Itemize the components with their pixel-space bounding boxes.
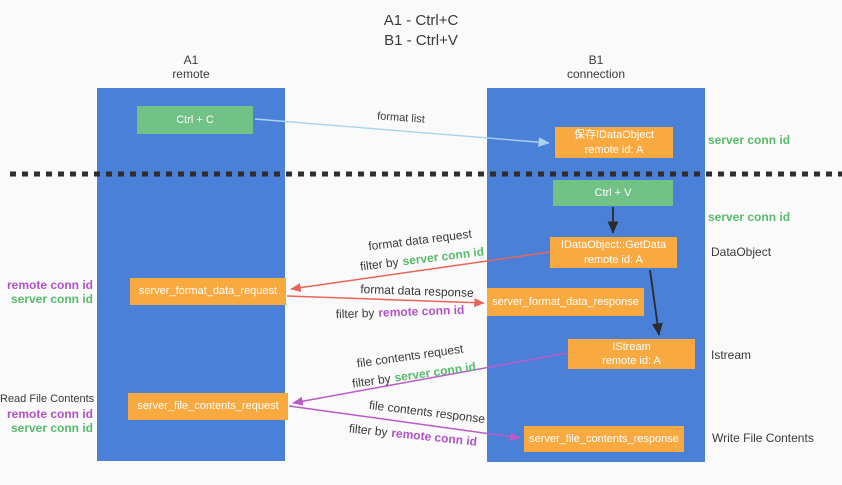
- node-istream-line2: remote id: A: [602, 355, 661, 367]
- filter-by-prefix-3: filter by: [351, 371, 392, 391]
- lane-b1-name: B1: [588, 53, 604, 67]
- remote-conn-id-key-1: remote conn id: [378, 302, 465, 320]
- label-format-list: format list: [376, 110, 426, 126]
- label-format-data-response: format data response: [360, 282, 474, 300]
- node-save-dataobject-line1: 保存IDataObject: [573, 129, 655, 142]
- label-write-file-contents: Write File Contents: [712, 431, 814, 445]
- node-getdata-line2: remote id: A: [584, 253, 643, 266]
- label-istream: Istream: [711, 348, 752, 362]
- diagram-title: A1 - Ctrl+C B1 - Ctrl+V: [0, 11, 842, 52]
- node-server-format-data-request: server_format_data_request: [130, 278, 286, 305]
- label-remote-conn-id-left-top: remote conn id: [6, 278, 93, 292]
- label-server-conn-id-right-mid: server conn id: [708, 210, 791, 224]
- title-line-2: B1 - Ctrl+V: [384, 32, 458, 50]
- filter-by-prefix-1: filter by: [359, 254, 400, 274]
- label-server-conn-id-left-top: server conn id: [10, 292, 93, 306]
- label-dataobject: DataObject: [711, 245, 772, 259]
- filter-by-prefix-2: filter by: [335, 305, 375, 322]
- node-save-dataobject-line2: remote id: A: [584, 143, 644, 156]
- lane-header-b1: B1 connection: [487, 53, 705, 82]
- lane-a1-role: remote: [172, 66, 210, 81]
- filter-by-prefix-4: filter by: [348, 421, 389, 440]
- node-save-dataobject: 保存IDataObject remote id: A: [555, 127, 673, 158]
- node-ctrl-c-label: Ctrl + C: [176, 113, 214, 126]
- remote-conn-id-key-2: remote conn id: [390, 425, 478, 449]
- node-idataobject-getdata: IDataObject::GetData remote id: A: [550, 237, 677, 268]
- node-istream: IStream remote id: A: [568, 339, 695, 369]
- node-server-format-data-response: server_format_data_response: [487, 288, 644, 316]
- node-format-response-label: server_format_data_response: [492, 295, 639, 308]
- lane-header-a1: A1 remote: [97, 53, 285, 82]
- label-file-contents-response: file contents response: [368, 397, 486, 427]
- lane-b1-role: connection: [566, 66, 626, 81]
- label-read-file-contents: Read File Contents: [0, 393, 95, 405]
- label-server-conn-id-right-top: server conn id: [708, 133, 791, 147]
- node-getdata-line1: IDataObject::GetData: [560, 239, 667, 252]
- node-ctrl-v: Ctrl + V: [553, 180, 673, 206]
- server-conn-id-key-1: server conn id: [401, 244, 485, 269]
- node-server-file-contents-response: server_file_contents_response: [524, 426, 684, 452]
- label-server-conn-id-left-bottom: server conn id: [10, 421, 93, 435]
- node-ctrl-c: Ctrl + C: [137, 106, 253, 134]
- node-file-request-label: server_file_contents_request: [137, 400, 279, 413]
- node-file-response-label: server_file_contents_response: [529, 432, 679, 445]
- label-remote-conn-id-left-bottom: remote conn id: [6, 407, 93, 421]
- title-line-1: A1 - Ctrl+C: [383, 12, 459, 29]
- node-istream-line1: IStream: [612, 340, 651, 353]
- node-format-request-label: server_format_data_request: [138, 285, 278, 298]
- lane-a1-name: A1: [183, 53, 199, 67]
- node-ctrl-v-label: Ctrl + V: [594, 186, 632, 199]
- node-server-file-contents-request: server_file_contents_request: [128, 393, 288, 420]
